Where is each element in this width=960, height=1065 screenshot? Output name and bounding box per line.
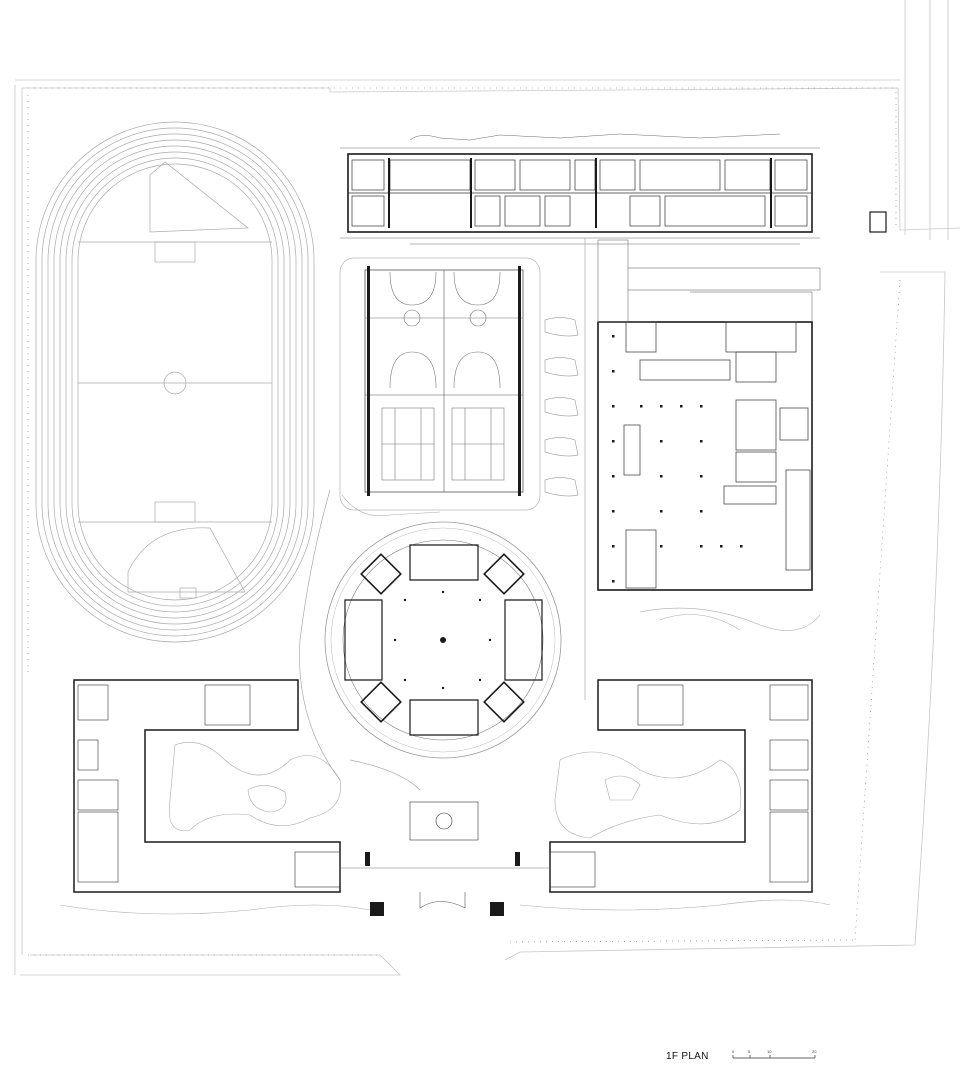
scale-label-20: 20	[812, 1049, 817, 1054]
north-classroom-block	[340, 133, 820, 245]
running-track	[35, 121, 315, 643]
scale-label-10: 10	[767, 1049, 772, 1054]
boundary-dots	[27, 87, 901, 956]
scale-label-5: 5	[748, 1049, 751, 1054]
scale-label-0: 0	[732, 1049, 735, 1054]
scale-bar: 0 5 10 20	[732, 1049, 817, 1059]
sports-courts	[339, 257, 541, 511]
drawing-title: 1F PLAN	[666, 1051, 709, 1062]
gate-kiosk	[869, 211, 887, 233]
south-classroom-block	[59, 494, 831, 916]
walkways	[299, 238, 599, 791]
site-boundary	[14, 0, 960, 976]
circular-hall	[324, 521, 562, 759]
east-hall-block	[597, 239, 821, 591]
